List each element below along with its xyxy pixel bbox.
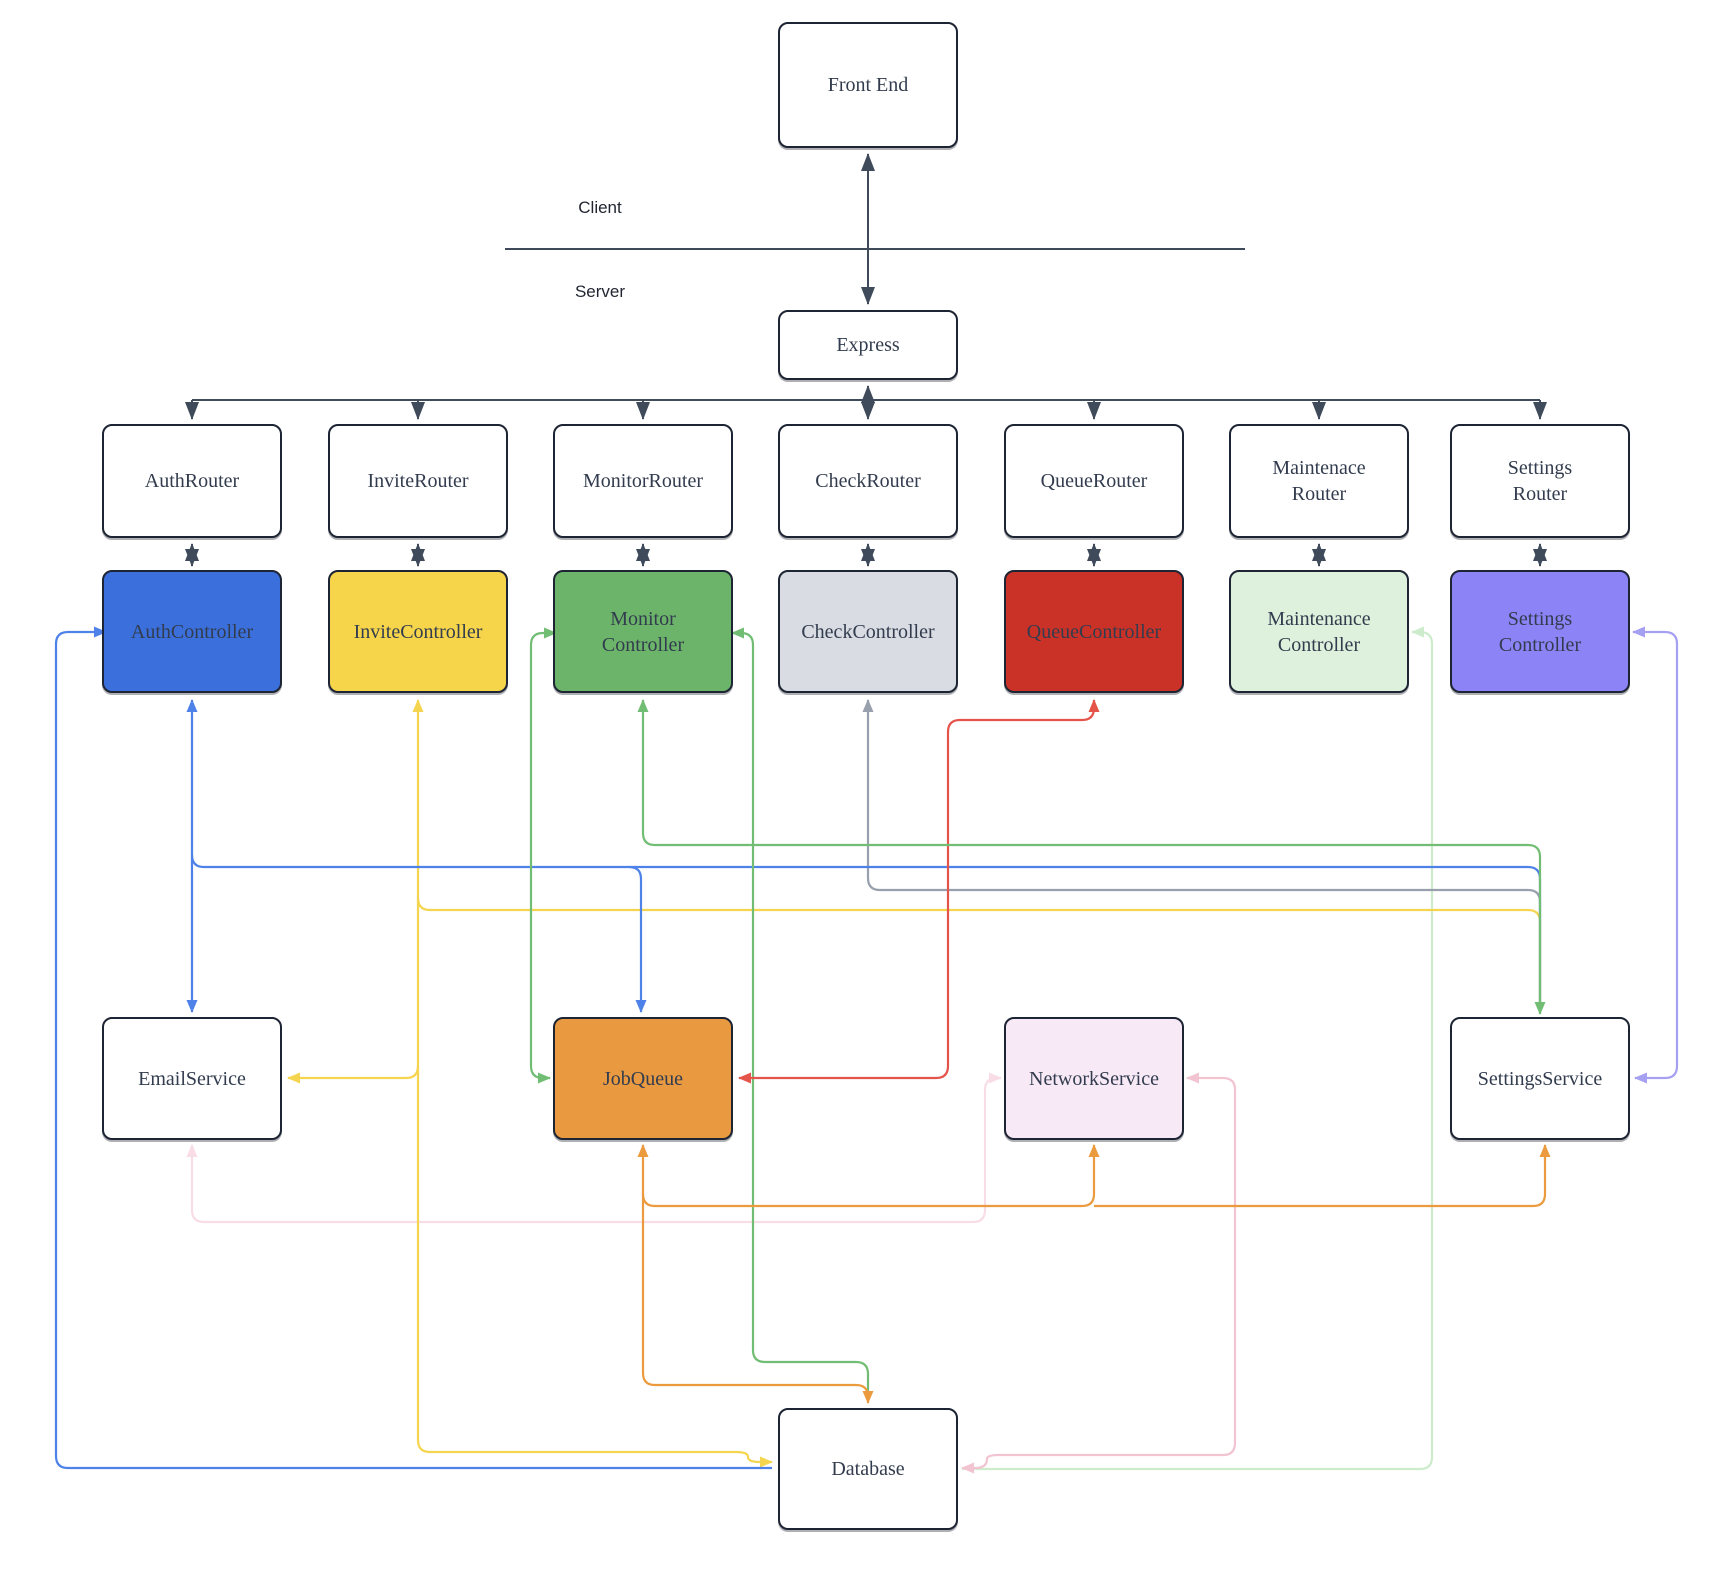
node-settings-controller: Settings Controller [1450,570,1630,693]
node-label-maintenance-router: Maintenace Router [1272,457,1366,505]
node-check-controller: CheckController [778,570,958,693]
edge-check-controller--settings-service [862,699,1542,1012]
client-server-divider [505,248,1245,250]
edge-job-queue--database [637,1144,874,1404]
node-network-service: NetworkService [1004,1017,1184,1140]
node-label-queue-router: QueueRouter [1040,470,1148,492]
node-label-monitor-controller: Monitor Controller [601,607,685,656]
node-label-invite-controller: InviteController [353,620,483,643]
node-label-job-queue: JobQueue [603,1067,683,1090]
node-label-front-end: Front End [827,74,909,96]
node-check-router: CheckRouter [778,424,958,538]
node-database: Database [778,1408,958,1530]
node-label-auth-router: AuthRouter [144,470,240,492]
node-label-monitor-router: MonitorRouter [583,470,703,492]
node-settings-router: Settings Router [1450,424,1630,538]
edge-invite-controller--database [412,699,773,1468]
node-email-service: EmailService [102,1017,282,1140]
node-front-end: Front End [778,22,958,148]
edge-job-queue--network-service [641,1144,1100,1208]
node-label-check-controller: CheckController [801,620,935,643]
node-label-maintenance-controller: Maintenance Controller [1267,607,1371,656]
edge-monitor-controller--job-queue [529,627,557,1084]
node-label-settings-service: SettingsService [1477,1067,1603,1090]
node-label-queue-controller: QueueController [1026,620,1162,643]
edge-network-service--database [961,1072,1237,1474]
node-label-invite-router: InviteRouter [367,470,469,492]
node-label-express: Express [836,334,900,356]
node-label-email-service: EmailService [138,1067,246,1090]
node-monitor-router: MonitorRouter [553,424,733,538]
node-queue-controller: QueueController [1004,570,1184,693]
edge-monitor-controller--settings-service [637,699,1546,1015]
edge-auth-controller--settings-service [190,854,1542,1012]
node-maintenance-router: Maintenace Router [1229,424,1409,538]
node-label-settings-controller: Settings Controller [1498,607,1582,656]
node-label-auth-controller: AuthController [130,620,254,643]
edge-maintenance-controller--database [962,626,1434,1471]
node-invite-router: InviteRouter [328,424,508,538]
node-invite-controller: InviteController [328,570,508,693]
node-label-network-service: NetworkService [1029,1067,1159,1090]
edge-settings-controller--settings-service [1632,626,1679,1084]
client-zone-label: Client [578,198,622,217]
node-queue-router: QueueRouter [1004,424,1184,538]
node-express: Express [778,310,958,380]
server-zone-label: Server [574,282,626,301]
node-job-queue: JobQueue [553,1017,733,1140]
edge-auth-controller--database [54,626,772,1470]
node-auth-controller: AuthController [102,570,282,693]
node-settings-service: SettingsService [1450,1017,1630,1140]
edge-job-queue--settings-service [1094,1144,1551,1208]
node-label-check-router: CheckRouter [815,470,921,492]
node-monitor-controller: Monitor Controller [553,570,733,693]
node-auth-router: AuthRouter [102,424,282,538]
edge-monitor-controller--database [731,627,870,1400]
edge-invite-controller--email-service [287,1065,420,1084]
node-maintenance-controller: Maintenance Controller [1229,570,1409,693]
node-label-database: Database [831,1458,905,1480]
edge-auth-controller--job-queue [628,865,647,1013]
node-label-settings-router: Settings Router [1507,457,1573,505]
edge-invite-controller--settings-service [416,897,1542,1012]
